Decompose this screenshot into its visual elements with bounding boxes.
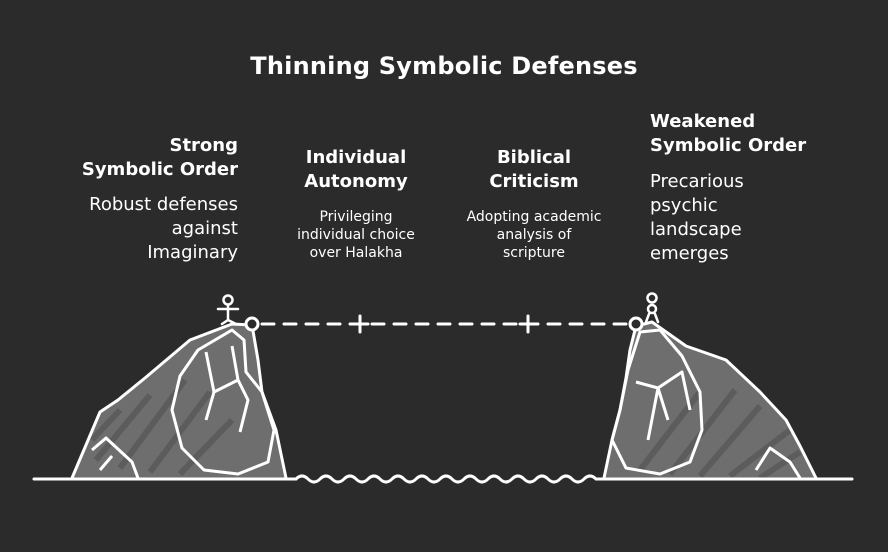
- dashed-bridge-icon: [244, 314, 644, 334]
- stage-2-heading-line-2: Autonomy: [304, 171, 408, 192]
- stage-1-description-line-3: Imaginary: [147, 242, 238, 263]
- stage-3-description-line-3: scripture: [503, 245, 565, 261]
- stage-3-description: Adopting academic analysis of scripture: [448, 208, 620, 262]
- diagram-title: Thinning Symbolic Defenses: [250, 52, 638, 80]
- stage-4-heading-line-2: Symbolic Order: [650, 135, 807, 156]
- stage-3-heading-line-2: Criticism: [489, 171, 579, 192]
- stage-4-description-line-3: landscape: [650, 219, 742, 240]
- stage-4-heading-line-1: Weakened: [650, 111, 756, 132]
- stage-1-heading: Strong Symbolic Order: [38, 134, 238, 182]
- stage-2-description-line-2: individual choice: [297, 227, 415, 243]
- stage-4-description-line-1: Precarious: [650, 171, 744, 192]
- stage-1-description-line-1: Robust defenses: [89, 194, 238, 215]
- left-stick-figure-icon: [216, 294, 240, 326]
- stage-1-description-line-2: against: [171, 218, 238, 239]
- stage-3-heading: Biblical Criticism: [448, 146, 620, 194]
- stage-1-heading-line-2: Symbolic Order: [81, 159, 238, 180]
- wave-line-icon: [32, 474, 854, 484]
- stage-2-description: Privileging individual choice over Halak…: [276, 208, 436, 262]
- stage-2-description-line-1: Privileging: [319, 209, 393, 225]
- stage-3-description-line-1: Adopting academic: [466, 209, 602, 225]
- stage-4-heading: Weakened Symbolic Order: [650, 110, 870, 158]
- stage-1-description: Robust defenses against Imaginary: [38, 193, 238, 265]
- stage-3-heading-line-1: Biblical: [496, 147, 572, 168]
- stage-2-description-line-3: over Halakha: [309, 245, 403, 261]
- left-rocky-cliff-icon: [70, 322, 288, 479]
- stage-4-description-line-4: emerges: [650, 243, 729, 264]
- right-stick-figure-icon: [644, 292, 660, 324]
- stage-1-heading-line-1: Strong: [169, 135, 238, 156]
- stage-3-description-line-2: analysis of: [496, 227, 572, 243]
- stage-2-heading: Individual Autonomy: [276, 146, 436, 194]
- right-rocky-cliff-icon: [602, 320, 818, 481]
- stage-4-description-line-2: psychic: [650, 195, 718, 216]
- stage-4-description: Precarious psychic landscape emerges: [650, 170, 870, 266]
- stage-2-heading-line-1: Individual: [305, 147, 407, 168]
